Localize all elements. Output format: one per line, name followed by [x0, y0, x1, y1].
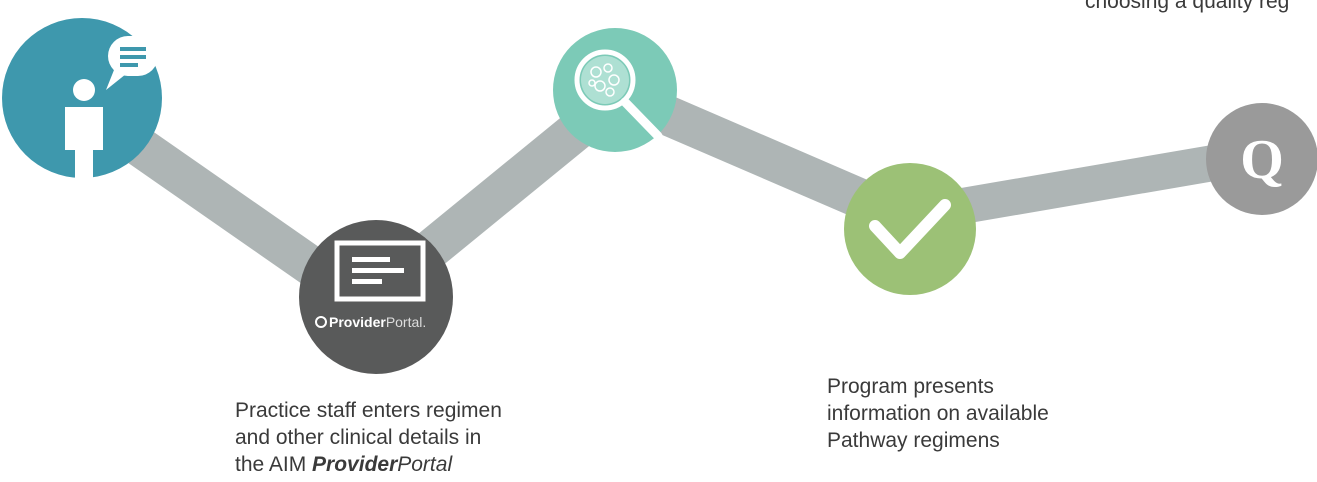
step-2-node: ProviderPortal.: [299, 220, 453, 374]
caption-step-4-line-1: Program presents: [827, 375, 994, 398]
caption-step-2-line-3: the AIM ProviderPortal: [235, 451, 565, 478]
caption-top-partial: choosing a quality reg: [1085, 0, 1290, 13]
provider-portal-logo: ProviderPortal.: [315, 314, 426, 330]
provider-portal-screen-icon: [334, 240, 426, 302]
caption-step-4-line-3: Pathway regimens: [827, 429, 1000, 452]
caption-step-2-line-2: and other clinical details in: [235, 426, 482, 449]
q-logo-icon: Q: [1240, 129, 1284, 191]
logo-text-light: Portal.: [386, 314, 426, 330]
checkmark-icon: [869, 199, 951, 259]
step-5-circle: [1206, 103, 1317, 215]
caption-step-2-provider: Provider: [312, 453, 398, 476]
step-4-node: [844, 163, 976, 295]
person-speech-icon: [65, 36, 158, 198]
caption-step-2: Practice staff enters regimen and other …: [235, 397, 565, 478]
caption-step-2-line-1: Practice staff enters regimen: [235, 399, 502, 422]
step-4-circle: [844, 163, 976, 295]
magnifier-icon: [574, 49, 663, 141]
connector-lines: [68, 76, 1264, 317]
caption-step-4-line-2: information on available: [827, 402, 1049, 425]
caption-step-2-prefix: the AIM: [235, 453, 313, 476]
caption-step-2-portal: Portal: [397, 453, 453, 476]
logo-text-bold: Provider: [329, 314, 386, 330]
step-3-node: [553, 28, 677, 152]
step-5-node: Q: [1206, 103, 1317, 215]
step-1-node: [2, 18, 162, 198]
provider-portal-logo-text: ProviderPortal.: [329, 314, 426, 330]
caption-step-4: Program presents information on availabl…: [827, 373, 1157, 454]
